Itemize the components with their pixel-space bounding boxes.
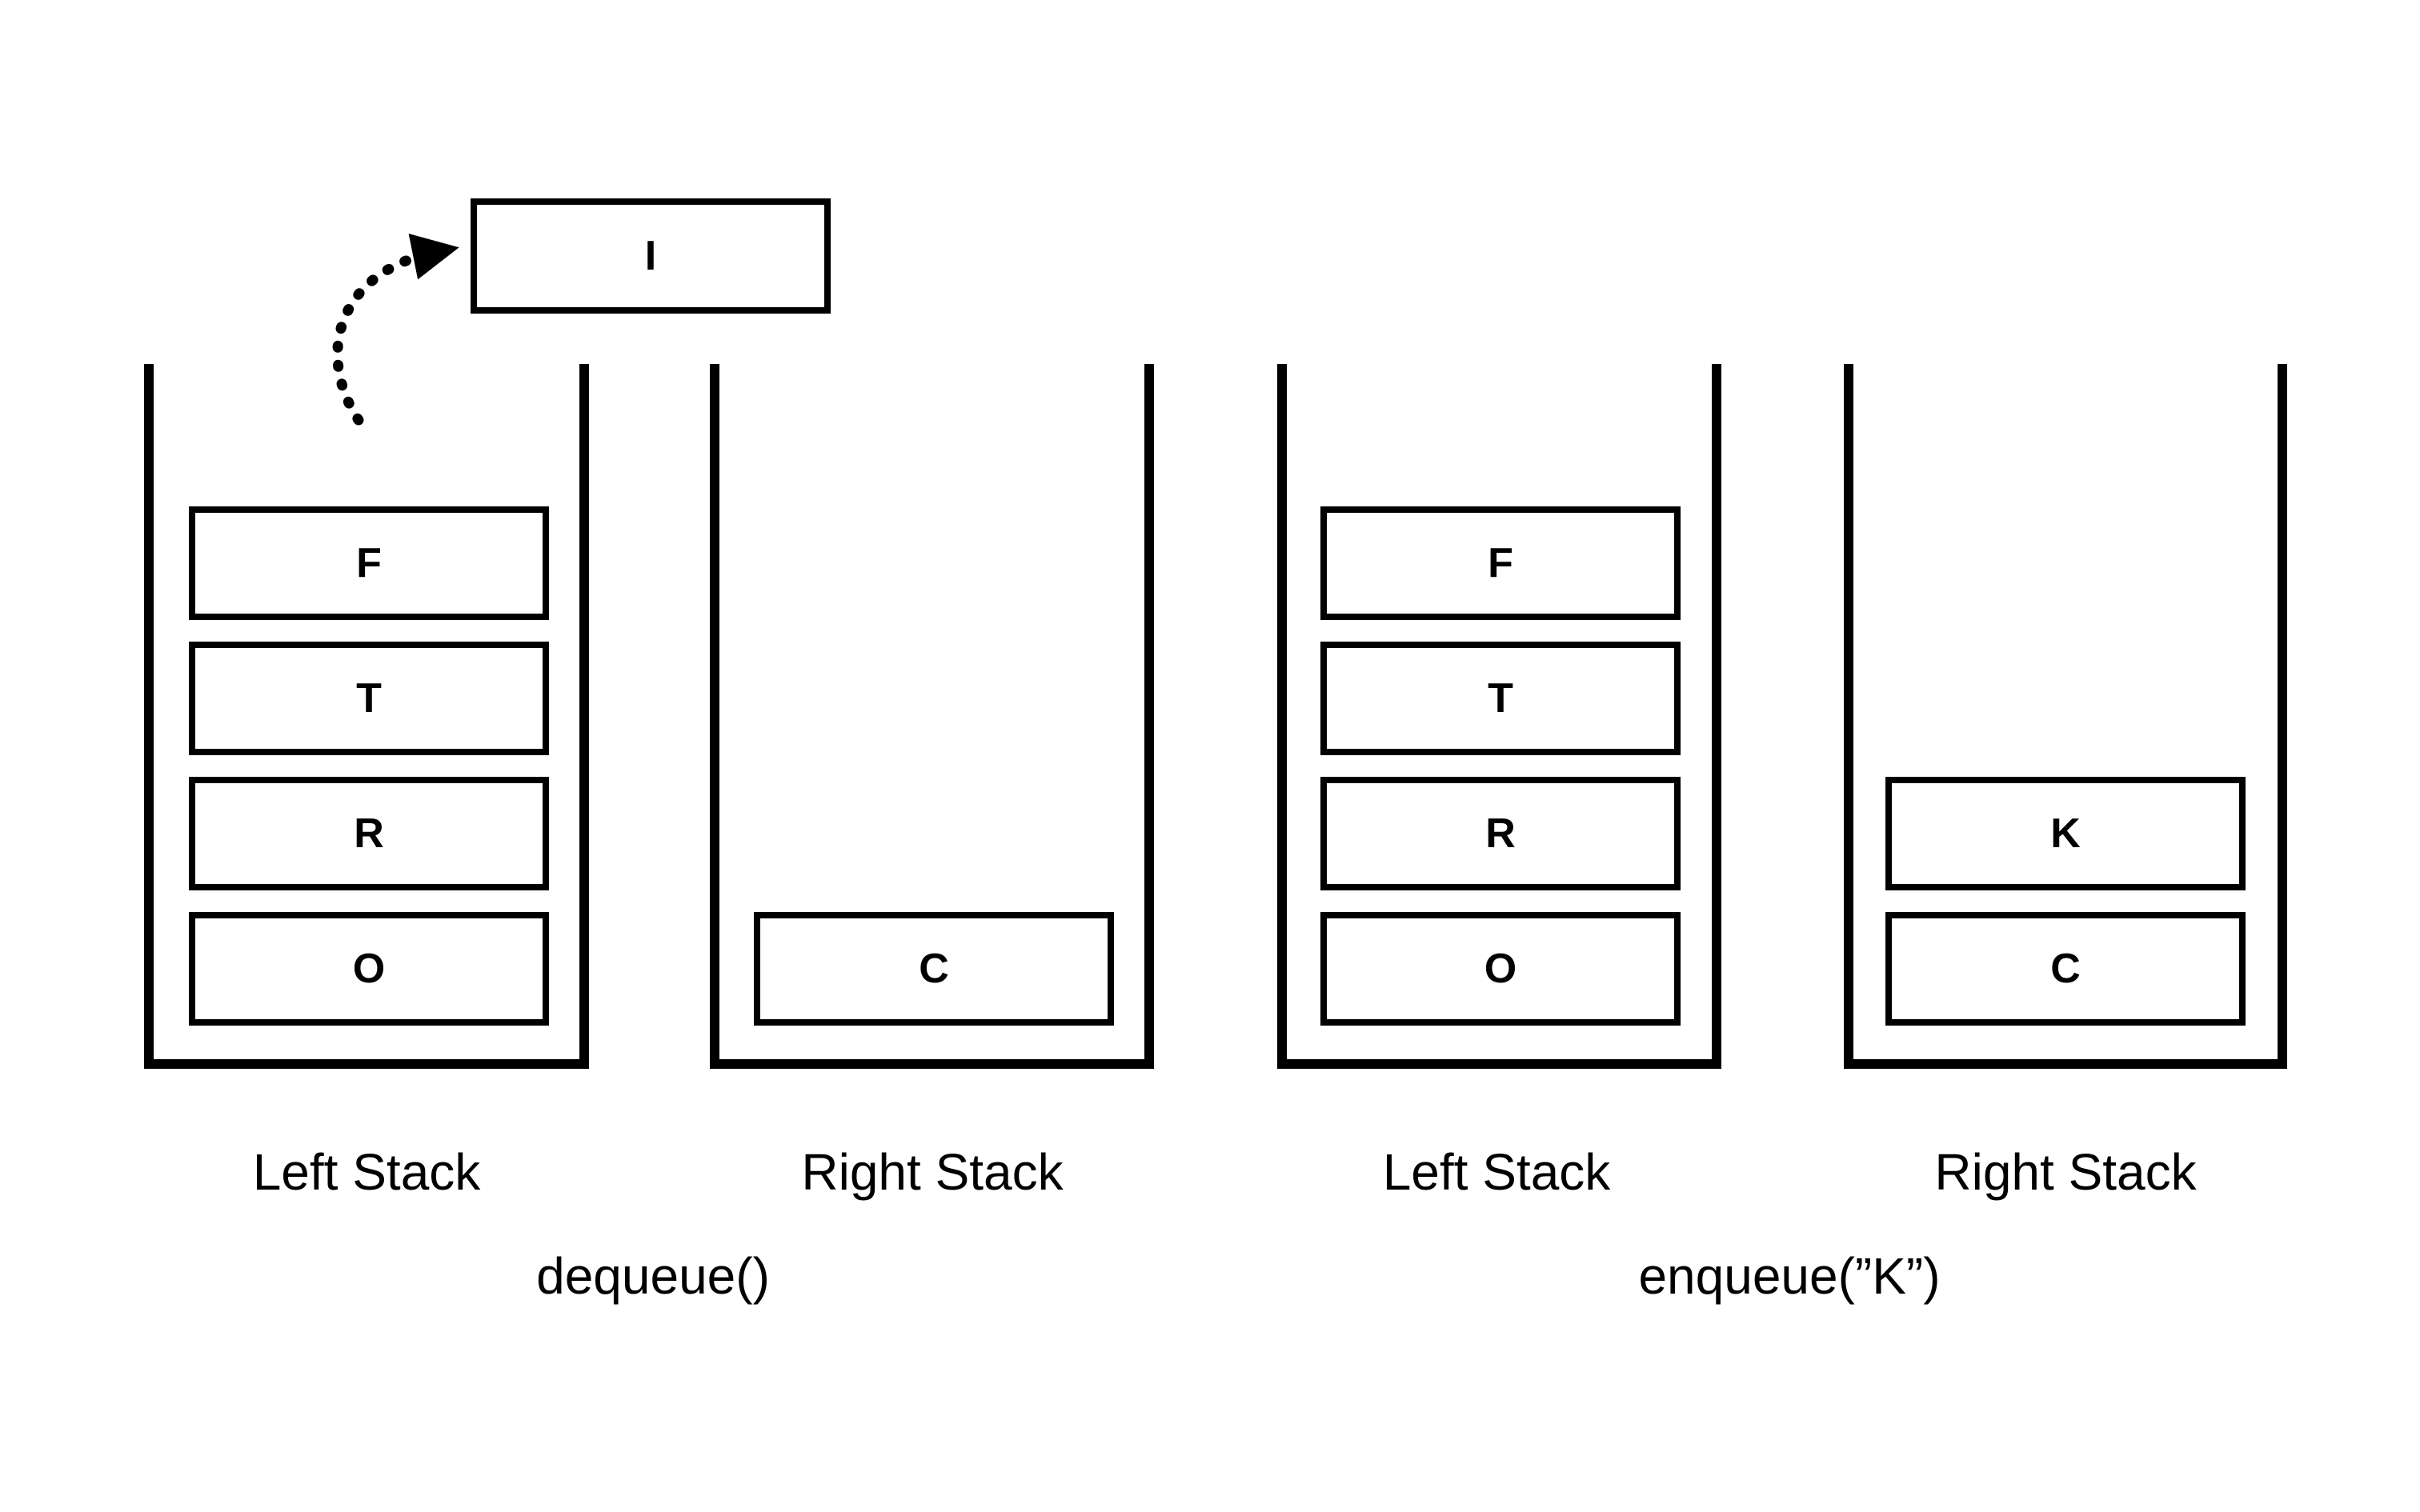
stack-item-label: O	[353, 946, 385, 992]
popped-item-label: I	[645, 233, 656, 279]
stack-item: O	[189, 912, 549, 1026]
stack-item-label: F	[1488, 540, 1513, 586]
stack-container	[1277, 364, 1721, 1069]
stack-item: T	[189, 642, 549, 755]
stack-item-label: F	[356, 540, 382, 586]
right-stack: C K Right Stack	[1844, 364, 2287, 1201]
stack-item: C	[754, 912, 1114, 1026]
stack-item: F	[189, 506, 549, 620]
stack-label: Left Stack	[253, 1143, 482, 1201]
stack-item: K	[1885, 777, 2246, 890]
stack-container	[144, 364, 589, 1069]
right-stack: C Right Stack	[710, 364, 1154, 1201]
dequeue-panel: O R T F Left Stack I	[144, 198, 1154, 1305]
stack-item: O	[1320, 912, 1681, 1026]
left-stack: O R T F Left Stack	[144, 364, 589, 1201]
operation-caption: enqueue(”K”)	[1638, 1247, 1940, 1305]
pop-arrow-icon	[332, 234, 459, 426]
stack-item: F	[1320, 506, 1681, 620]
stack-item-label: O	[1484, 946, 1517, 992]
stack-item-label: T	[1488, 675, 1513, 722]
stack-label: Left Stack	[1383, 1143, 1612, 1201]
stack-item-label: T	[356, 675, 382, 722]
enqueue-panel: O R T F Left Stack C	[1277, 364, 2287, 1305]
stack-item: T	[1320, 642, 1681, 755]
stack-label: Right Stack	[801, 1143, 1064, 1201]
popped-item: I	[471, 198, 831, 314]
stack-item: R	[189, 777, 549, 890]
stack-item-label: K	[2050, 810, 2081, 857]
stack-item-label: R	[1485, 810, 1516, 857]
stack-item-label: C	[919, 946, 949, 992]
stack-item: C	[1885, 912, 2246, 1026]
stack-item-label: R	[354, 810, 384, 857]
left-stack: O R T F Left Stack	[1277, 364, 1721, 1201]
operation-caption: dequeue()	[536, 1247, 770, 1305]
stack-item: R	[1320, 777, 1681, 890]
stack-item-label: C	[2050, 946, 2081, 992]
stack-container	[1844, 364, 2287, 1069]
stack-container	[710, 364, 1154, 1069]
stack-label: Right Stack	[1934, 1143, 2197, 1201]
